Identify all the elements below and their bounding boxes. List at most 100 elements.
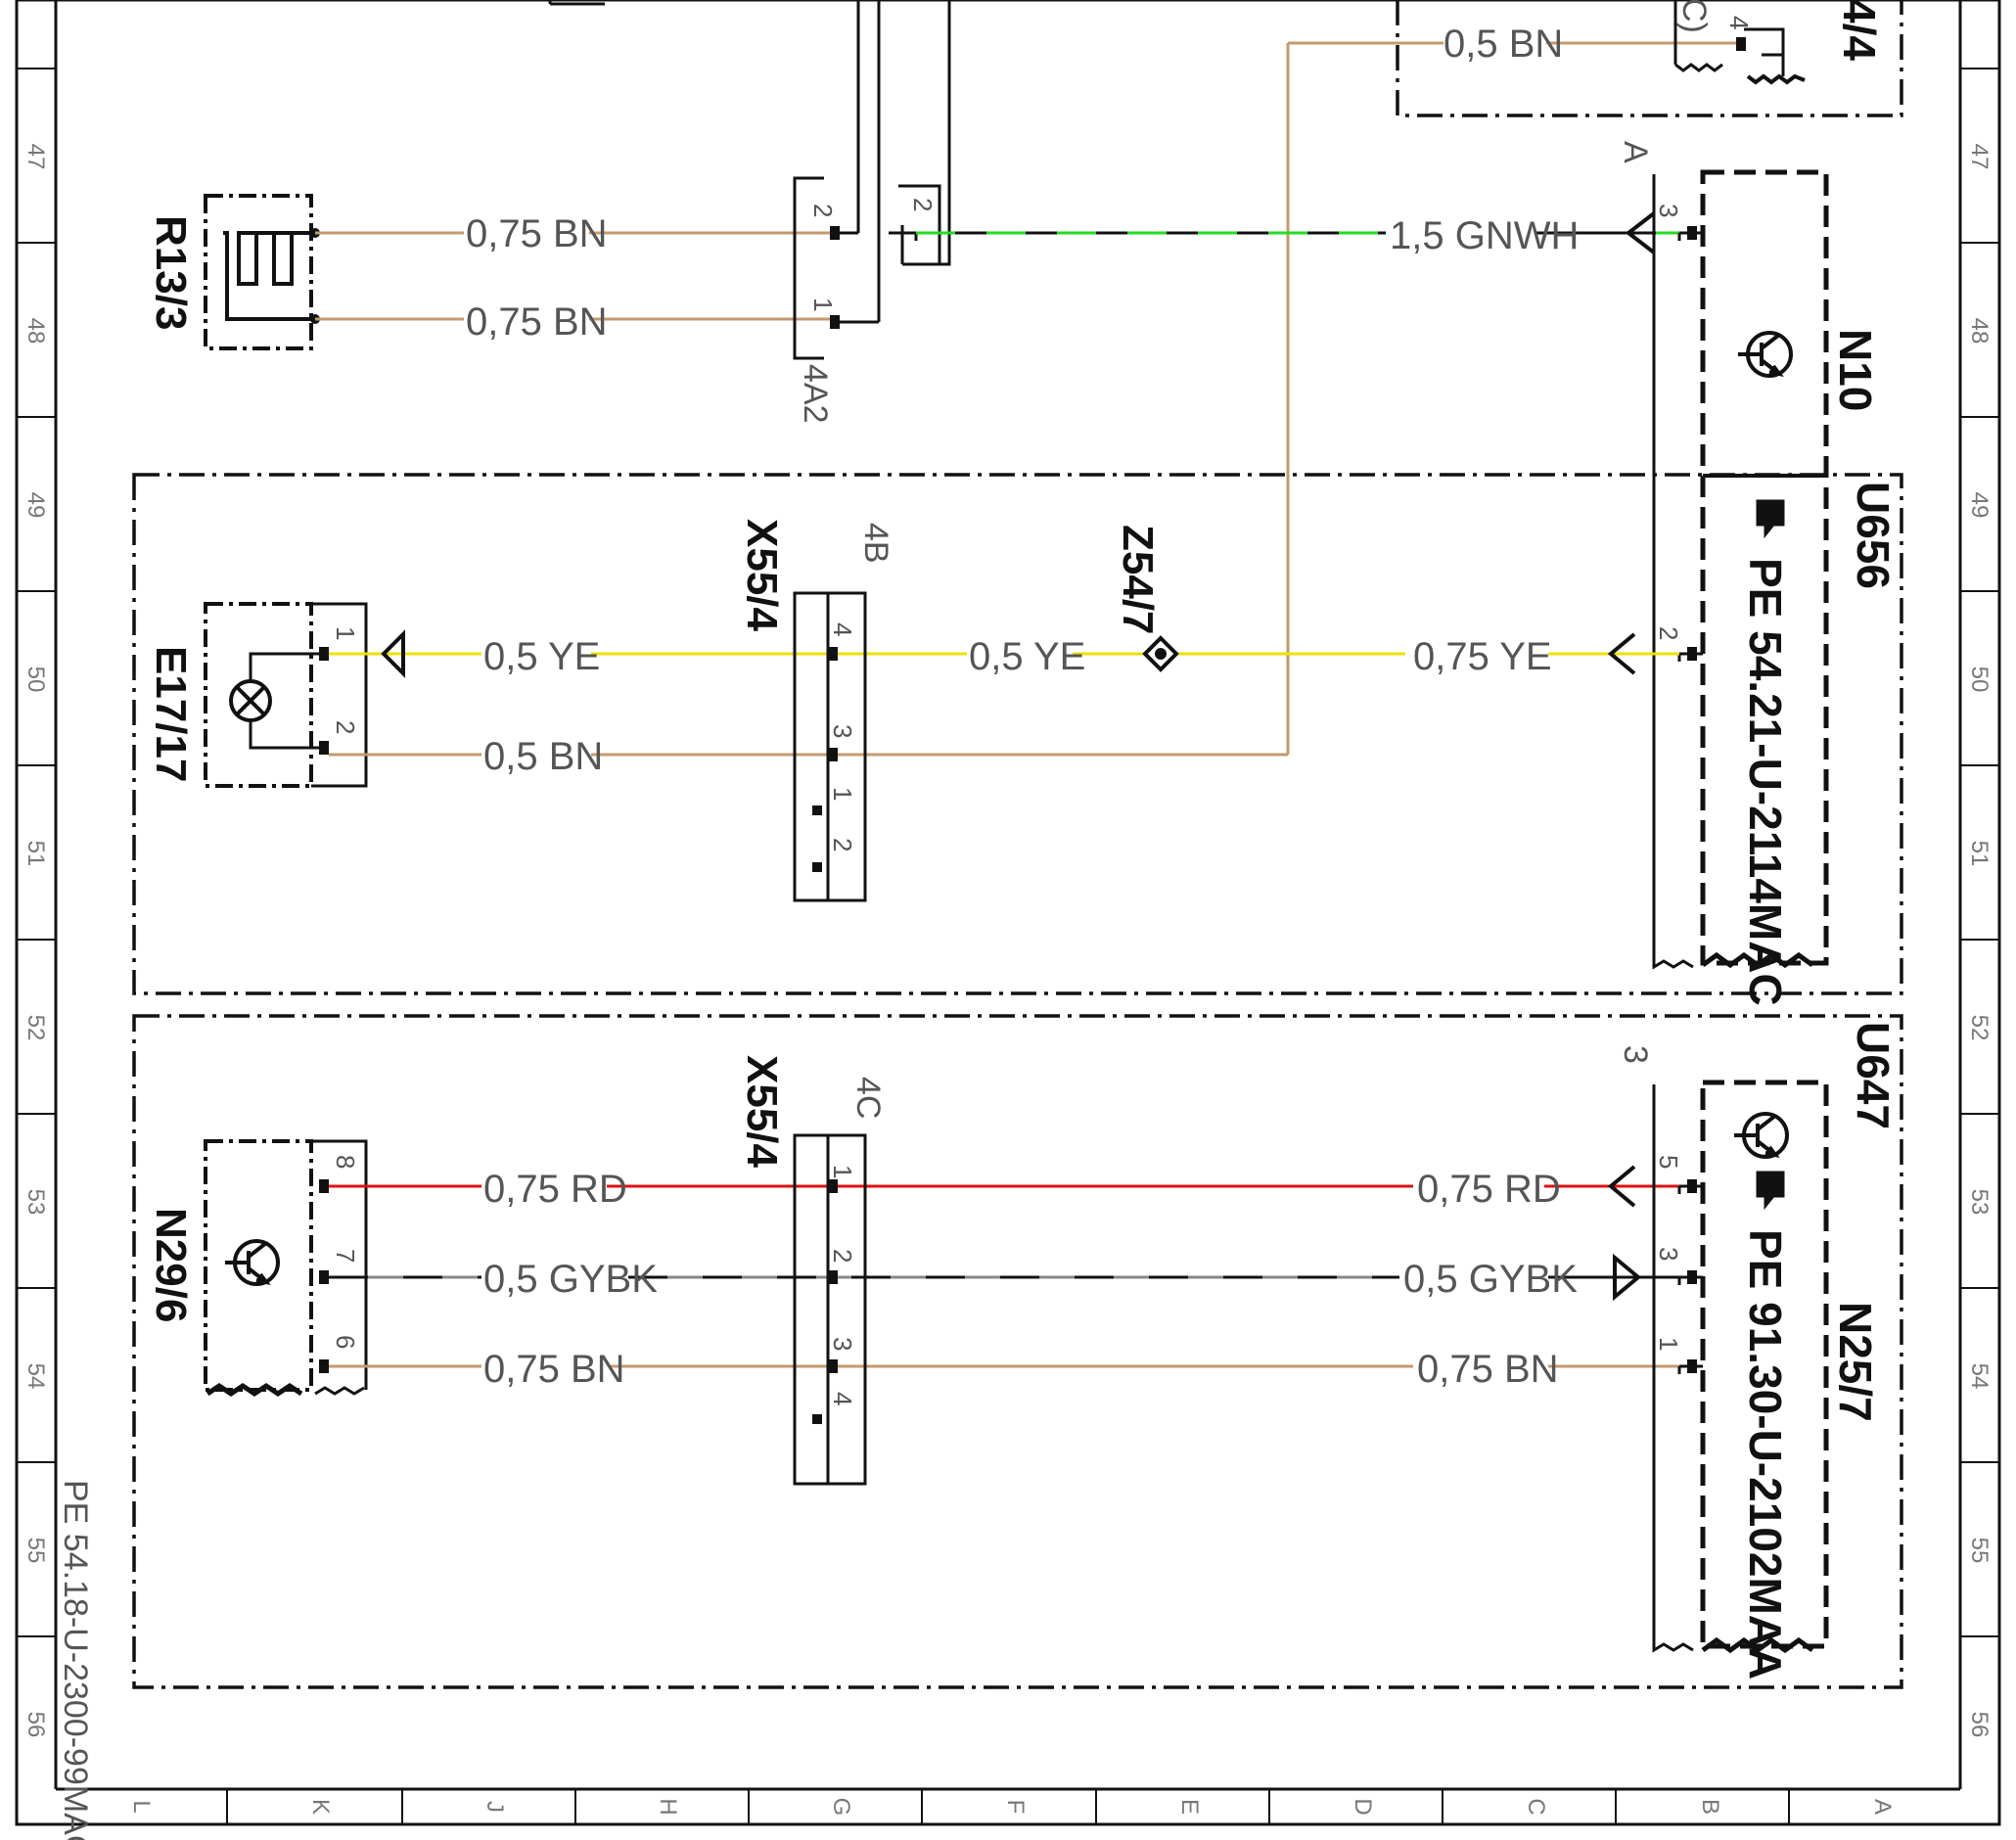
pin-label: 2 (331, 720, 360, 734)
row-label: 53 (1966, 1189, 1993, 1216)
connector-label: 4B (857, 523, 894, 564)
wire-label: 0,5 YE (483, 635, 600, 678)
row-labels: 47 47 48 48 49 49 50 50 51 51 52 52 53 5… (23, 144, 1993, 1738)
col-label: E (1176, 1799, 1203, 1815)
wire-label: 0,5 BN (483, 735, 603, 778)
component-label: X55/4 (738, 1055, 786, 1169)
row-label: 55 (1966, 1538, 1993, 1564)
row-label: 49 (23, 492, 49, 519)
pin-label: 4 (828, 1392, 857, 1405)
pin-label: 3 (828, 724, 857, 738)
pin-label: 3 (1654, 204, 1683, 217)
pin-label: 8 (331, 1155, 360, 1169)
page-ref: PE 54.21-U-2114MAC (1740, 558, 1791, 1006)
col-label: L (128, 1800, 155, 1813)
pin-label: 2 (908, 198, 938, 211)
pin-label: 1 (828, 787, 857, 801)
component-label: X55/4 (738, 519, 786, 632)
group-label: A (1617, 141, 1654, 163)
wire-label: 0,5 YE (969, 635, 1085, 678)
top-bn-wire: 0,5 BN (1286, 23, 1744, 755)
wire-label: 0,75 RD (1417, 1168, 1561, 1211)
wire-label: 0,75 BN (1417, 1348, 1559, 1391)
component-label: E17/17 (147, 646, 195, 782)
pin-label: 2 (808, 204, 838, 217)
pin-label: 4 (1724, 16, 1754, 29)
col-label: G (828, 1798, 854, 1817)
col-label: B (1697, 1799, 1723, 1815)
row-label: 56 (1966, 1712, 1993, 1738)
connector-label: 4C (849, 1077, 887, 1119)
pin-label: 1 (1654, 1337, 1683, 1351)
component-label: N10 (1830, 329, 1881, 411)
wire-label: 0,75 BN (466, 300, 608, 344)
wire-label: 0,5 BN (1443, 23, 1563, 66)
pin-label: 4 (828, 622, 857, 636)
frame-ticks (17, 68, 1999, 1824)
wire-label: 0,5 GYBK (483, 1258, 658, 1301)
component-label: N25/7 (1830, 1302, 1881, 1422)
component-label: 4/4 (1834, 0, 1885, 61)
pin-label: 1 (808, 298, 838, 311)
col-label: D (1350, 1798, 1376, 1815)
row-label: 54 (23, 1363, 49, 1390)
col-labels: L K J H G F E D C B A (128, 1798, 1896, 1817)
frame (15, 0, 2001, 1826)
row-label: 52 (1966, 1015, 1993, 1041)
top-partial-component (1673, 0, 1806, 85)
n29-6-component: N29/6 (147, 1139, 368, 1398)
u647-section (132, 1014, 1903, 1689)
doc-code: PE 54.18-U-2300-99MAG (57, 1480, 94, 1840)
connector-4b: X55/4 (738, 519, 867, 902)
component-label: U647 (1848, 1022, 1899, 1129)
component-label: R13/3 (147, 215, 195, 330)
splice-z54-7 (1142, 635, 1179, 672)
row-label: 47 (23, 144, 49, 170)
row-label: 54 (1966, 1363, 1993, 1390)
row-label: 52 (23, 1015, 49, 1041)
u647-wires (329, 1184, 1679, 1368)
pin-label: 2 (1654, 626, 1683, 640)
section-boxes (132, 0, 1903, 1689)
top-partial-c: C) (1675, 0, 1713, 33)
col-label: J (481, 1801, 508, 1813)
wire-label: 0,75 BN (483, 1348, 625, 1391)
component-label: U656 (1848, 482, 1899, 589)
u656-section (132, 473, 1903, 995)
col-label: C (1523, 1798, 1549, 1815)
row-label: 55 (23, 1538, 49, 1564)
wire-label: 1,5 GNWH (1390, 214, 1579, 257)
pin-label: 3 (1654, 1247, 1683, 1261)
wire-label: 0,75 RD (483, 1168, 627, 1211)
pin-label: 5 (1654, 1155, 1683, 1169)
pin-label: 6 (331, 1335, 360, 1349)
connector-4c: X55/4 (738, 1055, 867, 1486)
col-label: H (655, 1798, 681, 1815)
pin-label: 3 (828, 1337, 857, 1351)
row-label: 50 (1966, 667, 1993, 693)
page-ref: PE 91.30-U-2102MAA (1740, 1229, 1791, 1679)
n10-u656-component (1652, 169, 1829, 970)
row-label: 49 (1966, 492, 1993, 519)
wire-label: 0,5 GYBK (1403, 1258, 1578, 1301)
row-label: 56 (23, 1712, 49, 1738)
connector-label: 4A2 (797, 364, 834, 424)
gnwh-wire: 1,5 GNWH (916, 211, 1679, 257)
u656-wires (329, 652, 1679, 757)
col-label: K (307, 1799, 334, 1815)
arrow-n25-gybk (1613, 1253, 1642, 1302)
row-label: 53 (23, 1189, 49, 1216)
wire-label: 0,75 BN (466, 212, 608, 255)
component-label: Z54/7 (1114, 525, 1162, 635)
frame-rects (548, 0, 605, 6)
pin-label: 1 (828, 1165, 857, 1178)
row-label: 47 (1966, 144, 1993, 170)
component-label: N29/6 (147, 1208, 195, 1322)
arrow-e17 (381, 629, 405, 678)
pin-label: 2 (828, 1249, 857, 1263)
row-label: 48 (23, 318, 49, 345)
r13-3-component: R13/3 (147, 194, 320, 350)
col-label: A (1869, 1799, 1896, 1815)
r13-wires (315, 231, 832, 321)
